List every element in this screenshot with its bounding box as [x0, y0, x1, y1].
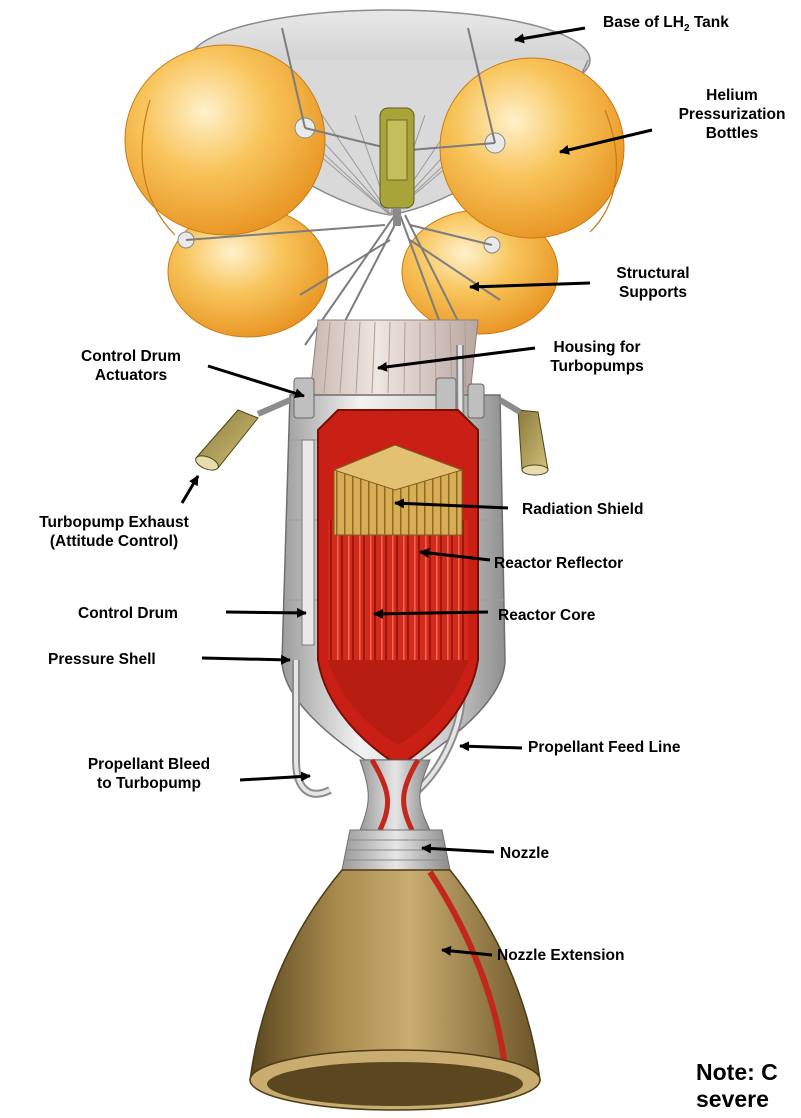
- label-exhaust-line2: (Attitude Control): [0, 532, 228, 551]
- label-propellant-bleed: Propellant Bleed to Turbopump: [58, 755, 240, 793]
- note-line1: Note: C: [696, 1059, 778, 1086]
- label-control-drum-actuators: Control Drum Actuators: [56, 347, 206, 385]
- label-base-lh2-tank-text: Base of LH: [603, 14, 684, 31]
- label-radiation-shield: Radiation Shield: [522, 500, 643, 519]
- label-housing-line2: Turbopumps: [535, 357, 659, 376]
- reactor-core: [328, 520, 468, 660]
- label-helium-line2: Pressurization: [665, 105, 799, 124]
- label-control-drum: Control Drum: [78, 604, 178, 623]
- label-bleed-line1: Propellant Bleed: [58, 755, 240, 774]
- arrow-propellant-feed-line: [460, 746, 522, 748]
- label-structural-line2: Supports: [598, 283, 708, 302]
- label-nozzle-extension: Nozzle Extension: [497, 946, 624, 965]
- label-helium-line3: Bottles: [665, 124, 799, 143]
- nozzle-extension: [250, 870, 540, 1110]
- label-helium-bottles: Helium Pressurization Bottles: [665, 86, 799, 143]
- arrow-pressure-shell: [202, 658, 290, 660]
- label-turbopump-exhaust: Turbopump Exhaust (Attitude Control): [0, 513, 228, 551]
- label-reactor-reflector: Reactor Reflector: [494, 554, 623, 573]
- helium-bottle-upper-right: [440, 58, 624, 238]
- label-bleed-line2: to Turbopump: [58, 774, 240, 793]
- arrow-control-drum: [226, 612, 306, 613]
- label-exhaust-line1: Turbopump Exhaust: [0, 513, 228, 532]
- arrow-control-drum-actuators: [208, 366, 304, 396]
- label-nozzle: Nozzle: [500, 844, 549, 863]
- note-line2: severe: [696, 1086, 778, 1113]
- label-helium-line1: Helium: [665, 86, 799, 105]
- arrow-reactor-core: [374, 612, 488, 614]
- label-housing-line1: Housing for: [535, 338, 659, 357]
- label-base-lh2-tank: Base of LH2 Tank: [603, 13, 729, 32]
- note-text: Note: C severe: [696, 1059, 778, 1113]
- label-structural-supports: Structural Supports: [598, 264, 708, 302]
- label-propellant-feed-line: Propellant Feed Line: [528, 738, 680, 757]
- label-cda-line2: Actuators: [56, 366, 206, 385]
- label-base-lh2-tank-suffix: Tank: [690, 14, 729, 31]
- reactor: [318, 410, 478, 760]
- label-cda-line1: Control Drum: [56, 347, 206, 366]
- arrow-turbopump-exhaust: [182, 476, 198, 503]
- label-housing-turbopumps: Housing for Turbopumps: [535, 338, 659, 376]
- label-structural-line1: Structural: [598, 264, 708, 283]
- label-reactor-core: Reactor Core: [498, 606, 595, 625]
- label-pressure-shell: Pressure Shell: [48, 650, 156, 669]
